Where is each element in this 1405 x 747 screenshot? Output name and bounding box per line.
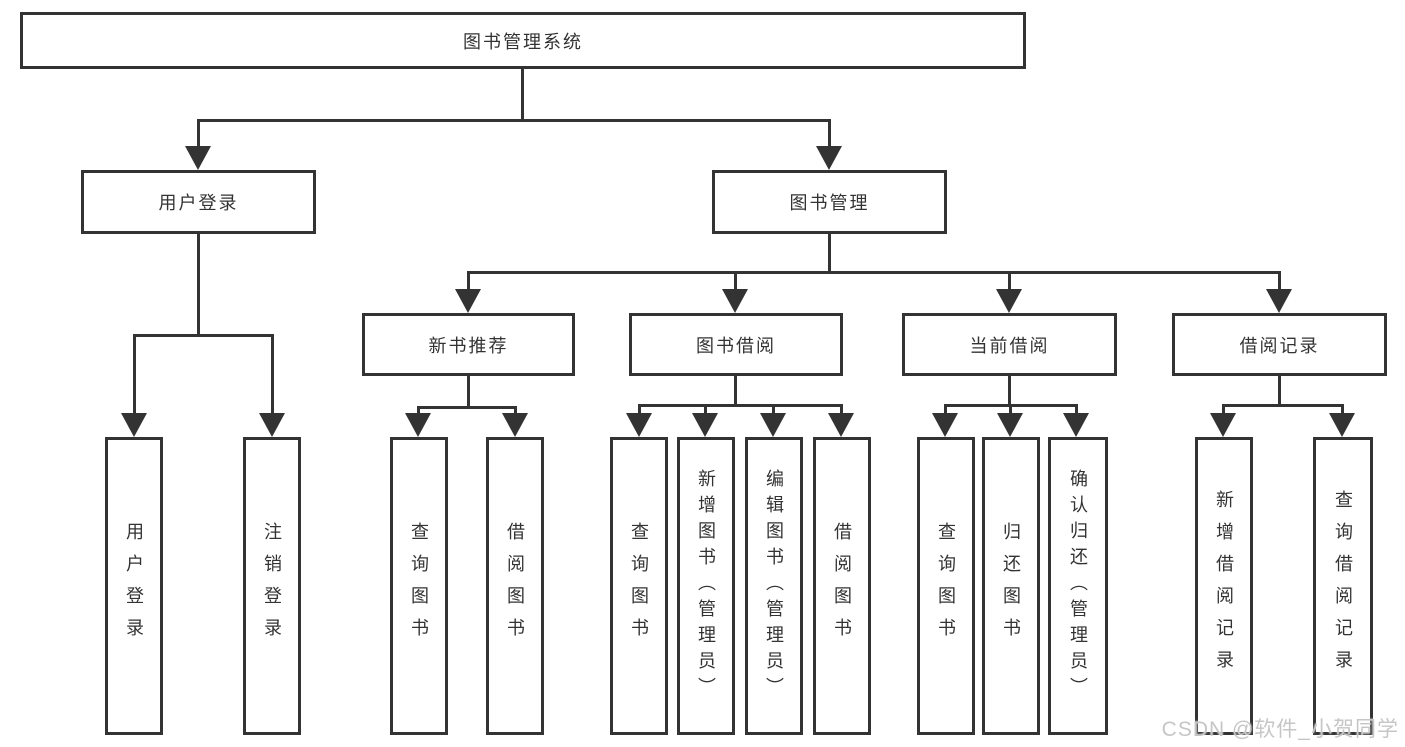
connector-drop (704, 404, 707, 418)
connector-borrowing-trunk (734, 376, 737, 406)
connector-drop-current-borrow (1008, 271, 1011, 293)
node-borrowing-records: 借阅记录 (1172, 313, 1387, 376)
connector-drop-new-book (467, 271, 470, 293)
connector-drop-user-login (197, 119, 200, 152)
node-borrowing-borrow-books: 借阅图书 (813, 437, 871, 735)
arrow-down-icon (1210, 413, 1236, 437)
connector-drop (840, 404, 843, 418)
node-recommend-query-books: 查询图书 (390, 437, 448, 735)
connector-records-split (1222, 404, 1344, 407)
connector-drop (514, 406, 517, 418)
connector-level3-split (467, 271, 1281, 274)
arrow-down-icon (760, 413, 786, 437)
connector-recommend-split (417, 406, 517, 409)
arrow-down-icon (259, 413, 285, 437)
connector-drop (417, 406, 420, 418)
arrow-down-icon (1266, 289, 1292, 313)
node-book-borrowing: 图书借阅 (629, 313, 843, 376)
node-recommend-borrow-books: 借阅图书 (486, 437, 544, 735)
connector-user-login-split (133, 334, 274, 337)
arrow-down-icon (692, 413, 718, 437)
arrow-down-icon (626, 413, 652, 437)
connector-book-mgmt-trunk (828, 234, 831, 273)
node-current-return-books: 归还图书 (982, 437, 1040, 735)
node-leaf-logout: 注销登录 (243, 437, 301, 735)
node-book-management: 图书管理 (712, 170, 947, 234)
connector-drop (944, 404, 947, 418)
connector-drop-leaf-logout (271, 334, 274, 414)
node-user-login: 用户登录 (81, 170, 316, 234)
node-borrowing-add-books-admin: 新增图书（管理员） (677, 437, 735, 735)
connector-current-trunk (1008, 376, 1011, 406)
connector-drop (772, 404, 775, 418)
connector-drop-leaf-login (133, 334, 136, 414)
arrow-down-icon (502, 413, 528, 437)
node-borrowing-edit-books-admin: 编辑图书（管理员） (745, 437, 803, 735)
arrow-down-icon (1063, 413, 1089, 437)
connector-drop (1341, 404, 1344, 418)
arrow-down-icon (932, 413, 958, 437)
connector-drop-borrow-records (1278, 271, 1281, 293)
arrow-down-icon (722, 289, 748, 313)
connector-level2-split (197, 119, 831, 122)
connector-root-trunk (521, 69, 524, 121)
node-records-query-borrow-record: 查询借阅记录 (1313, 437, 1373, 735)
node-current-query-books: 查询图书 (917, 437, 975, 735)
connector-drop (1075, 404, 1078, 418)
connector-drop (1222, 404, 1225, 418)
node-current-borrowing: 当前借阅 (902, 313, 1117, 376)
connector-drop (1009, 404, 1012, 418)
node-new-book-recommend: 新书推荐 (362, 313, 575, 376)
arrow-down-icon (405, 413, 431, 437)
arrow-down-icon (455, 289, 481, 313)
connector-user-login-trunk (197, 234, 200, 336)
connector-drop-book-mgmt (828, 119, 831, 152)
csdn-watermark: CSDN @软件_小贺同学 (1161, 718, 1399, 741)
node-root-library-system: 图书管理系统 (20, 12, 1026, 69)
node-borrowing-query-books: 查询图书 (610, 437, 668, 735)
arrow-down-icon (996, 289, 1022, 313)
connector-drop (638, 404, 641, 418)
connector-recommend-trunk (467, 376, 470, 408)
arrow-down-icon (1329, 413, 1355, 437)
connector-records-trunk (1278, 376, 1281, 406)
connector-drop-book-borrow (734, 271, 737, 293)
arrow-down-icon (121, 413, 147, 437)
arrow-down-icon (828, 413, 854, 437)
arrow-down-icon (997, 413, 1023, 437)
node-leaf-user-login: 用户登录 (105, 437, 163, 735)
node-records-add-borrow-record: 新增借阅记录 (1195, 437, 1253, 735)
connector-borrowing-split (638, 404, 843, 407)
arrow-down-icon (185, 146, 211, 170)
arrow-down-icon (816, 146, 842, 170)
node-current-confirm-return-admin: 确认归还（管理员） (1048, 437, 1108, 735)
